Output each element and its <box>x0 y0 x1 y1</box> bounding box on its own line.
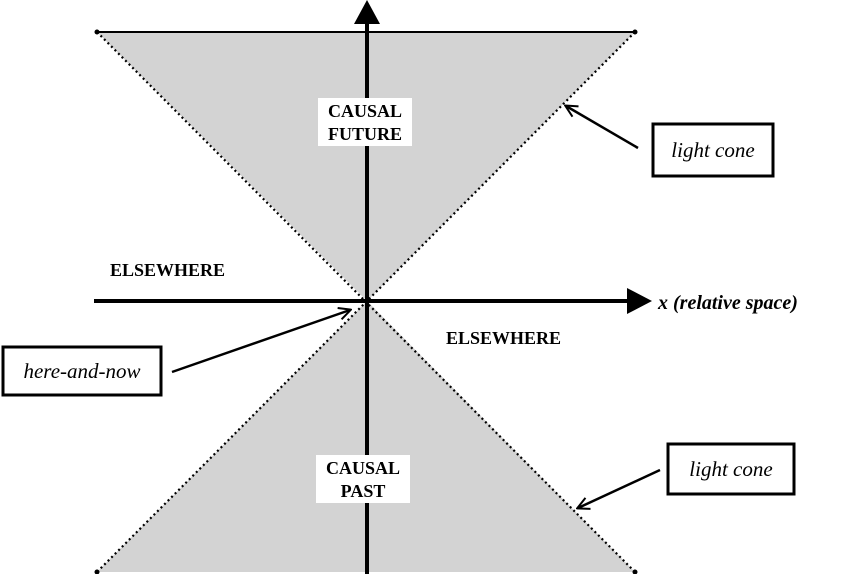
cone-corner-dot <box>632 569 638 574</box>
causal-future-label-line1: CAUSAL <box>328 101 402 121</box>
light-cone-lower-callout-text: light cone <box>689 457 772 481</box>
elsewhere-right-label: ELSEWHERE <box>446 328 561 348</box>
time-axis-arrowhead <box>354 0 380 24</box>
x-axis-arrowhead <box>627 288 652 314</box>
here-and-now-arrow <box>171 310 350 374</box>
here-and-now-callout-text: here-and-now <box>23 359 140 383</box>
here-and-now-callout-box <box>1 345 163 397</box>
light-cone-upper-callout-box <box>651 122 775 178</box>
cone-corner-dot <box>94 29 100 35</box>
light-cone-upper-arrow <box>566 106 639 150</box>
light-cone-lower-arrow <box>578 468 661 508</box>
causal-future-label-bg <box>318 98 412 146</box>
causal-past-label-line1: CAUSAL <box>326 458 400 478</box>
light-cone-upper-callout-text: light cone <box>671 138 754 162</box>
light-cone-lower-callout-box <box>666 442 796 496</box>
causal-future-label-line2: FUTURE <box>328 124 402 144</box>
cone-corner-dot <box>632 29 638 35</box>
elsewhere-left-label: ELSEWHERE <box>110 260 225 280</box>
cone-corner-dot <box>94 569 100 574</box>
causal-past-label-bg <box>316 455 410 503</box>
causal-past-label-line2: PAST <box>341 481 386 501</box>
x-axis-label: x (relative space) <box>657 292 798 314</box>
